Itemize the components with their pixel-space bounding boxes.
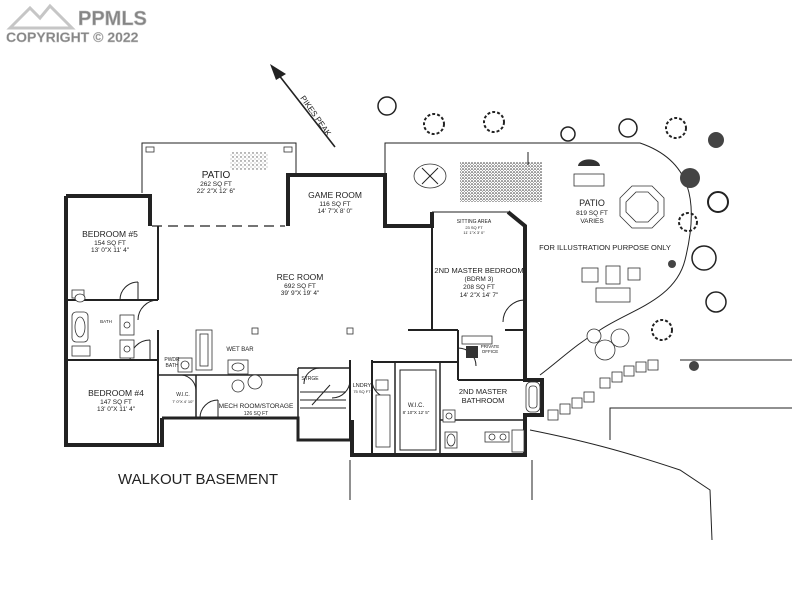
tree-icon [377, 96, 397, 116]
patio-right-name: PATIO [579, 198, 605, 208]
private-office-sub: OFFICE [482, 349, 499, 354]
patio-right-outline [384, 142, 692, 376]
master-bath-sub: BATHROOM [462, 396, 505, 405]
wic-left-dims: 7' 0"X 4' 10" [172, 399, 194, 404]
tree-icon [668, 260, 676, 268]
patio-left-area: 262 SQ FT [200, 181, 232, 188]
tree-icon [689, 361, 699, 371]
interior-walls [66, 211, 525, 455]
patio-textures [230, 152, 542, 202]
room-labels: PATIO 262 SQ FT 22' 2"X 12' 6" GAME ROOM… [82, 170, 671, 417]
door-swings [119, 281, 526, 419]
game-room-name: GAME ROOM [308, 190, 362, 200]
tree-icon [651, 319, 673, 341]
bathroom-fixtures [71, 289, 541, 453]
exterior-walls [64, 173, 544, 457]
sitting-area-name: SITTING AREA [457, 219, 492, 225]
tree-icon [691, 245, 717, 271]
master2-name: 2ND MASTER BEDROOM [434, 266, 523, 275]
watermark-brand: PPMLS [78, 8, 147, 30]
wic-right-dims: 8' 10"X 12' 5" [403, 410, 430, 415]
patio-steps [547, 328, 659, 421]
patio-left-outline [141, 142, 297, 227]
bedroom4-name: BEDROOM #4 [88, 388, 144, 398]
game-room-area: 116 SQ FT [319, 201, 350, 208]
mech-name: MECH ROOM/STORAGE [219, 403, 294, 410]
tree-icon [483, 111, 505, 133]
laundry-name: LNDRY [353, 383, 372, 389]
tree-icon [618, 118, 638, 138]
bedroom5-name: BEDROOM #5 [82, 229, 138, 239]
north-arrow: PIKES PEAK [270, 64, 336, 148]
master2-sub: (BDRM 3) [465, 276, 494, 283]
private-office-name: PRIVATE [481, 344, 500, 349]
bedroom5-area: 154 SQ FT [94, 240, 126, 247]
umbrella-icon [578, 159, 600, 166]
wet-bar-name: WET BAR [226, 347, 254, 353]
pwdr-sub: BATH [166, 363, 179, 369]
sitting-area-area: 23 SQ FT [465, 225, 483, 230]
tree-icon [708, 132, 724, 148]
tree-icon [423, 113, 445, 135]
rec-room-area: 692 SQ FT [284, 283, 316, 290]
site-lines [349, 359, 792, 541]
storage-name: STRGE [301, 376, 319, 382]
watermark-copyright: COPYRIGHT © 2022 [6, 29, 139, 45]
tree-icon [707, 191, 729, 213]
ppmls-watermark: PPMLS COPYRIGHT © 2022 [6, 3, 147, 45]
plan-title: WALKOUT BASEMENT [118, 471, 278, 488]
patio-left-dims: 22' 2"X 12' 6" [197, 188, 236, 195]
sitting-area-dims: 11' 1"X 3' 0" [463, 230, 485, 235]
pwdr-name: PWDR [164, 357, 180, 363]
mountain-logo-icon [6, 3, 76, 30]
rec-room-dims: 39' 9"X 19' 4" [281, 290, 320, 297]
compass-label: PIKES PEAK [298, 94, 333, 138]
patio-left-name: PATIO [202, 170, 231, 181]
tree-icon [560, 126, 576, 142]
bedroom5-dims: 13' 0"X 11' 4" [91, 247, 130, 254]
master2-dims: 14' 2"X 14' 7" [460, 292, 499, 299]
stairs [300, 384, 346, 409]
master-bath-name: 2ND MASTER [459, 387, 508, 396]
patio-right-note: VARIES [580, 218, 604, 225]
game-room-dims: 14' 7"X 8' 0" [318, 208, 354, 215]
tree-icon [680, 168, 700, 188]
mech-area: 126 SQ FT [244, 411, 268, 417]
tree-icon [678, 212, 698, 232]
bedroom4-area: 147 SQ FT [100, 399, 132, 406]
tree-icon [665, 117, 687, 139]
rec-room-name: REC ROOM [277, 272, 324, 282]
arrow-head-icon [270, 64, 286, 80]
laundry-area: 75 SQ FT [353, 389, 371, 394]
wic-left-name: W.I.C. [176, 392, 190, 398]
master2-area: 208 SQ FT [463, 284, 495, 291]
patio-right-area: 819 SQ FT [576, 210, 608, 217]
tree-icon [705, 291, 727, 313]
landscape-trees [377, 96, 729, 371]
illustration-note: FOR ILLUSTRATION PURPOSE ONLY [539, 243, 671, 252]
bedroom4-dims: 13' 0"X 11' 4" [97, 406, 136, 413]
wic-right-name: W.I.C. [408, 403, 425, 409]
bath-name: BATH [100, 319, 112, 324]
